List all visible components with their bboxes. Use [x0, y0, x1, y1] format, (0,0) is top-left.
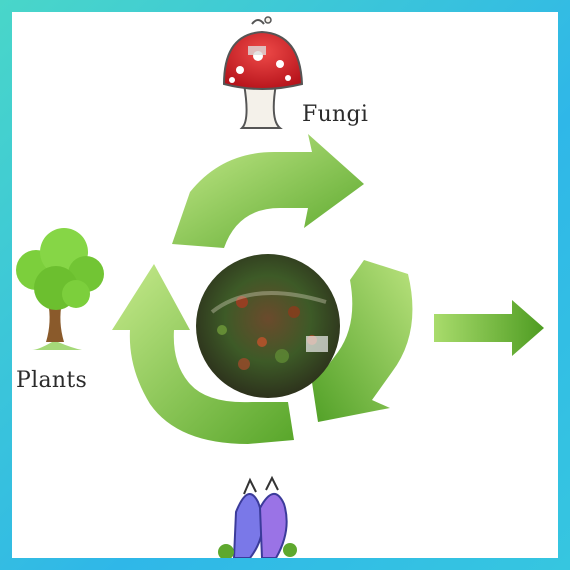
compost-icon: [196, 254, 340, 398]
tree-icon: [16, 228, 104, 350]
diagram-canvas: Fungi Plants: [12, 12, 558, 558]
plants-label: Plants: [16, 368, 88, 393]
cycle-arrow-left: [112, 264, 294, 444]
cycle-arrow-right: [308, 260, 413, 422]
cycle-diagram: [16, 16, 544, 558]
cycle-arrow-top: [172, 134, 364, 248]
fungi-label: Fungi: [302, 102, 369, 127]
mushroom-icon: [222, 16, 304, 129]
right-arrow-icon: [434, 300, 544, 356]
insect-icon: [218, 475, 297, 558]
cycle-arrows: [112, 134, 413, 444]
